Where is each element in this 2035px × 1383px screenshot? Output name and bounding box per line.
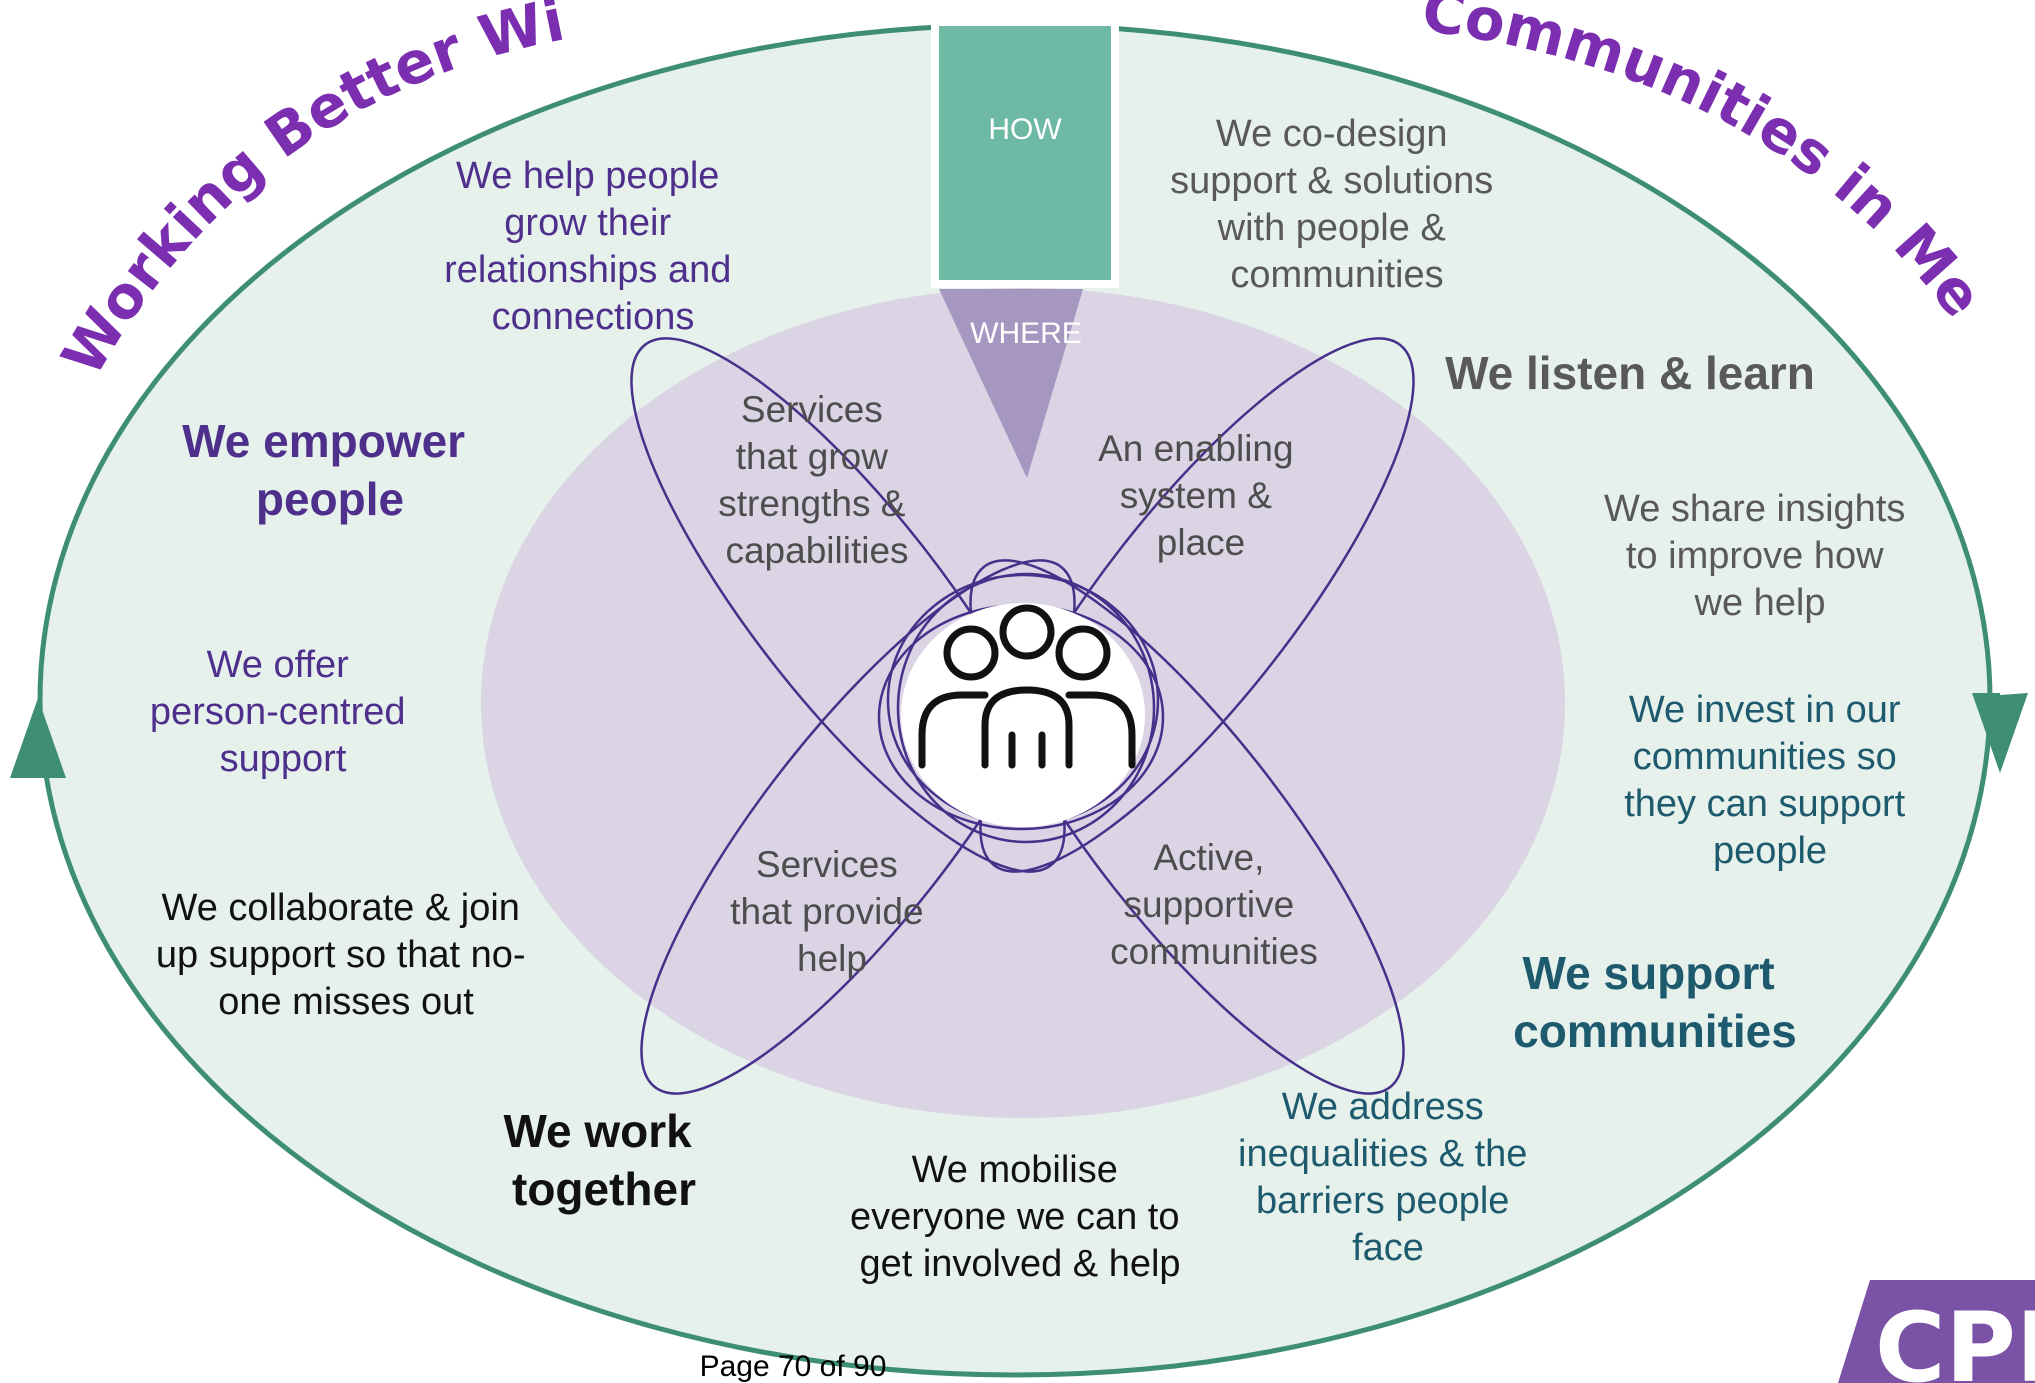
page-number: Page 70 of 90 — [700, 1350, 887, 1383]
petal-bottom-right — [969, 559, 1405, 1095]
petal-label-active: Active, supportive communities — [1110, 837, 1318, 972]
petals — [630, 337, 1415, 1095]
people-icon — [918, 604, 1136, 769]
petal-bottom-left — [640, 559, 1076, 1095]
statement-share-insights: We share insights to improve how we help — [1604, 488, 1916, 624]
arrow-up-left — [10, 698, 66, 778]
petal-top-right — [979, 337, 1415, 873]
where-label: WHERE — [970, 317, 1082, 350]
statement-person-centred: We offer person-centred support — [150, 644, 416, 780]
statement-collaborate: We collaborate & join up support so that… — [156, 887, 536, 1023]
arrow-down-right — [1972, 693, 2028, 773]
statement-co-design: We co-design support & solutions with pe… — [1170, 113, 1504, 296]
petal-label-grow: Services that grow strengths & capabilit… — [718, 389, 915, 571]
how-box — [931, 18, 1119, 288]
center-ring-3 — [896, 572, 1156, 844]
cpf-logo: CPF — [1875, 1292, 2035, 1383]
cpf-logo-bg — [1838, 1280, 2035, 1383]
heading-support: We support communities — [1513, 947, 1797, 1057]
statement-grow-relationships: We help people grow their relationships … — [444, 155, 742, 338]
statement-address: We address inequalities & the barriers p… — [1238, 1086, 1538, 1269]
petal-label-help: Services that provide help — [730, 844, 934, 979]
heading-empower: We empower people — [182, 415, 478, 525]
statement-mobilise: We mobilise everyone we can to get invol… — [850, 1149, 1190, 1285]
heading-listen: We listen & learn — [1445, 347, 1815, 399]
petal-label-enabling: An enabling system & place — [1098, 428, 1304, 563]
center-disc — [901, 603, 1145, 827]
petal-top-left — [630, 337, 1066, 873]
heading-work: We work together — [503, 1105, 704, 1215]
how-label: HOW — [988, 113, 1062, 146]
where-triangle — [939, 289, 1083, 478]
statement-invest: We invest in our communities so they can… — [1624, 689, 1916, 872]
